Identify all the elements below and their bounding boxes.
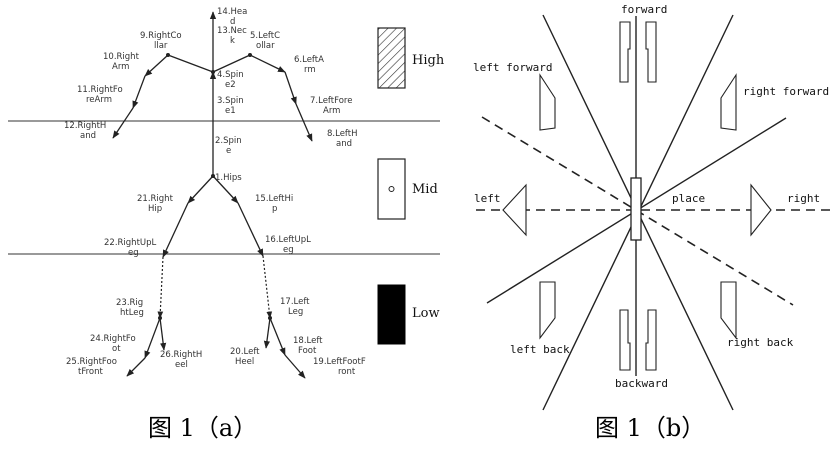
right-back-footprint <box>721 282 736 338</box>
joint-label-left-upleg: 16.LeftUpLeg <box>265 235 311 255</box>
joint-label-left-foot-front: 19.LeftFootFront <box>313 357 366 377</box>
joint-label-spine2: 4.Spine2 <box>217 70 244 90</box>
joint-label-left-hip: 15.LeftHip <box>255 194 293 214</box>
place-label: place <box>672 192 705 205</box>
left-label: left <box>474 192 501 205</box>
left-direction-arrow <box>503 185 526 235</box>
mid-level-label: Mid <box>412 182 438 197</box>
joint-label-left-hand: 8.LeftHand <box>327 129 358 149</box>
left-forward-label: left forward <box>473 61 552 74</box>
joint-label-spine1: 3.Spine1 <box>217 96 244 116</box>
high-level-swatch <box>378 28 405 88</box>
left-back-footprint <box>540 282 555 338</box>
joint-label-head: 14.Head <box>217 7 247 27</box>
joint-label-left-arm: 6.LeftArm <box>294 55 324 75</box>
right-direction-arrow <box>751 185 771 235</box>
joint-label-neck: 13.Neck <box>217 26 247 46</box>
joint-label-hips: 1.Hips <box>215 173 242 183</box>
right-back-label: right back <box>727 336 794 349</box>
joint-label-right-foot: 24.RightFoot <box>90 334 136 354</box>
low-level-swatch <box>378 285 405 344</box>
forward-footprints <box>620 22 656 82</box>
joint-label-left-heel: 20.LeftHeel <box>230 347 260 367</box>
left-back-label: left back <box>510 343 570 356</box>
right-label: right <box>787 192 820 205</box>
joint-label-left-leg: 17.LeftLeg <box>280 297 310 317</box>
joint-label-right-arm: 10.RightArm <box>103 52 140 72</box>
joint-label-left-collar: 5.LeftCollar <box>250 31 280 51</box>
joint-label-right-collar: 9.RightCollar <box>140 31 182 51</box>
joint-label-right-upleg: 22.RightUpLeg <box>104 238 157 258</box>
joint-label-left-forearm: 7.LeftForeArm <box>310 96 352 116</box>
joint-label-left-foot: 18.LeftFoot <box>293 336 323 356</box>
backward-label: backward <box>615 377 668 390</box>
joint-label-spine: 2.Spine <box>215 136 242 156</box>
figure-a: 14.Head 13.Neck 9.RightCollar 5.LeftColl… <box>8 7 445 442</box>
joint-markers <box>158 53 272 320</box>
right-forward-footprint <box>721 75 736 130</box>
joint-label-right-heel: 26.RightHeel <box>160 350 202 370</box>
high-level-label: High <box>412 53 445 68</box>
left-forward-footprint <box>540 75 555 130</box>
joint-label-right-hand: 12.RightHand <box>64 121 106 141</box>
place-marker <box>631 178 641 240</box>
mid-level-swatch <box>378 159 405 219</box>
joint-label-right-leg: 23.RightLeg <box>116 298 144 318</box>
figure-b: forward backward left right place left f… <box>473 2 832 442</box>
joint-label-right-forearm: 11.RightForeArm <box>77 85 123 105</box>
right-forward-label: right forward <box>743 85 829 98</box>
figure-b-caption: 图 1（b） <box>595 414 705 442</box>
low-level-label: Low <box>412 306 440 321</box>
forward-label: forward <box>621 3 667 16</box>
joint-label-right-foot-front: 25.RightFootFront <box>66 357 117 377</box>
figure-a-caption: 图 1（a） <box>148 414 257 442</box>
joint-label-right-hip: 21.RightHip <box>137 194 174 214</box>
backward-footprints <box>620 310 656 370</box>
